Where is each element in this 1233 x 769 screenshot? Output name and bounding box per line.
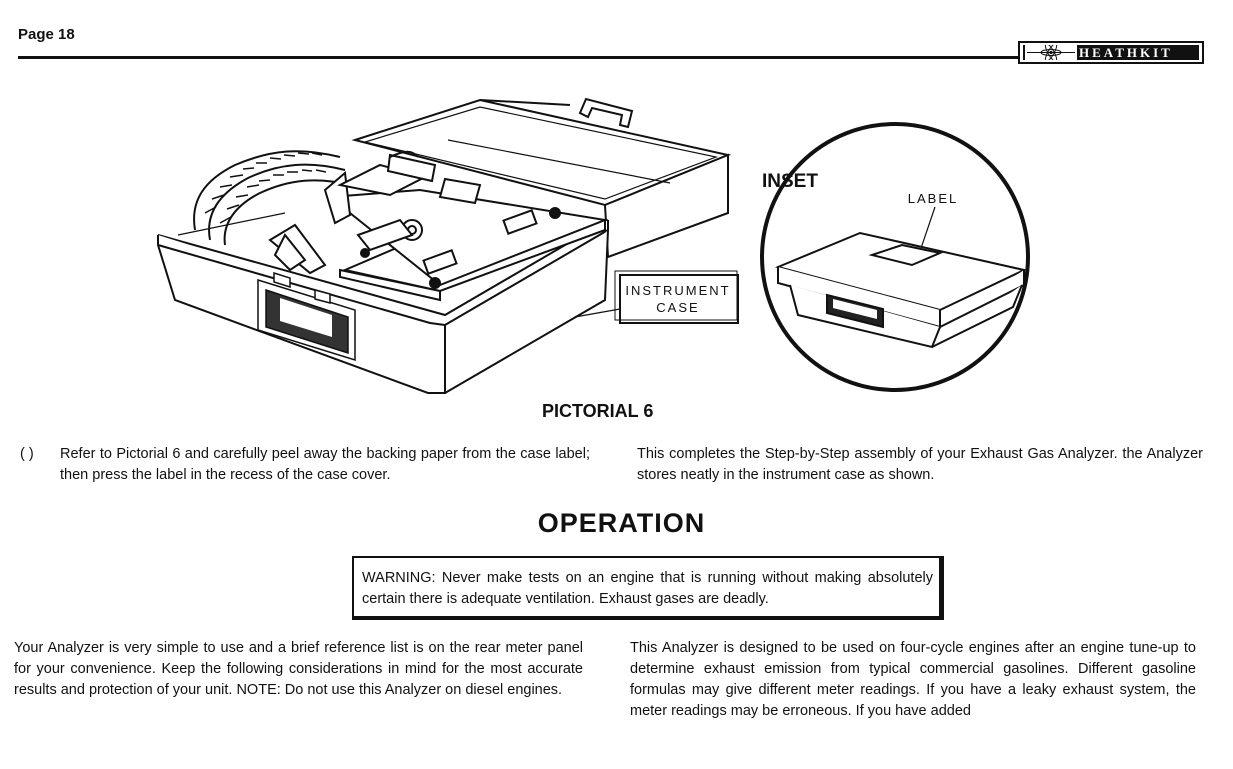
heathkit-atom-icon: [1025, 45, 1077, 60]
step-instruction: Refer to Pictorial 6 and carefully peel …: [60, 446, 590, 483]
hose-coils: [193, 150, 351, 246]
pictorial-caption: PICTORIAL 6: [542, 401, 654, 421]
analyzer-panel: [327, 177, 609, 302]
warning-box: WARNING: Never make tests on an engine t…: [352, 556, 944, 620]
instrument-case-callout: INSTRUMENT CASE: [574, 270, 739, 324]
step-checkbox[interactable]: ( ): [20, 446, 34, 462]
completion-paragraph: This completes the Step-by-Step assembly…: [637, 446, 1203, 483]
header-rule: [18, 56, 1020, 59]
clip-leads: [268, 150, 437, 275]
inset-circle: INSET LABEL: [760, 122, 1030, 392]
inset-title: INSET: [762, 171, 818, 192]
operation-right-paragraph: This Analyzer is designed to be used on …: [630, 640, 1196, 719]
instrument-case-label-line1: INSTRUMENT: [625, 283, 730, 298]
heathkit-logo: HEATHKIT: [1018, 41, 1204, 64]
label-callout: LABEL: [908, 191, 958, 206]
instrument-case-label-line2: CASE: [656, 300, 699, 315]
page-number: Page 18: [18, 26, 75, 43]
operation-left-paragraph: Your Analyzer is very simple to use and …: [14, 640, 583, 698]
operation-heading: OPERATION: [537, 508, 706, 538]
case-latch: [257, 271, 356, 362]
case-handle: [578, 97, 634, 129]
pictorial-6-illustration: INSTRUMENT CASE INSET LABEL: [157, 97, 1030, 394]
logo-wordmark: HEATHKIT: [1079, 44, 1173, 60]
assembly-step: ( ) Refer to Pictorial 6 and carefully p…: [20, 444, 590, 483]
inset-closed-case: [774, 231, 1028, 349]
